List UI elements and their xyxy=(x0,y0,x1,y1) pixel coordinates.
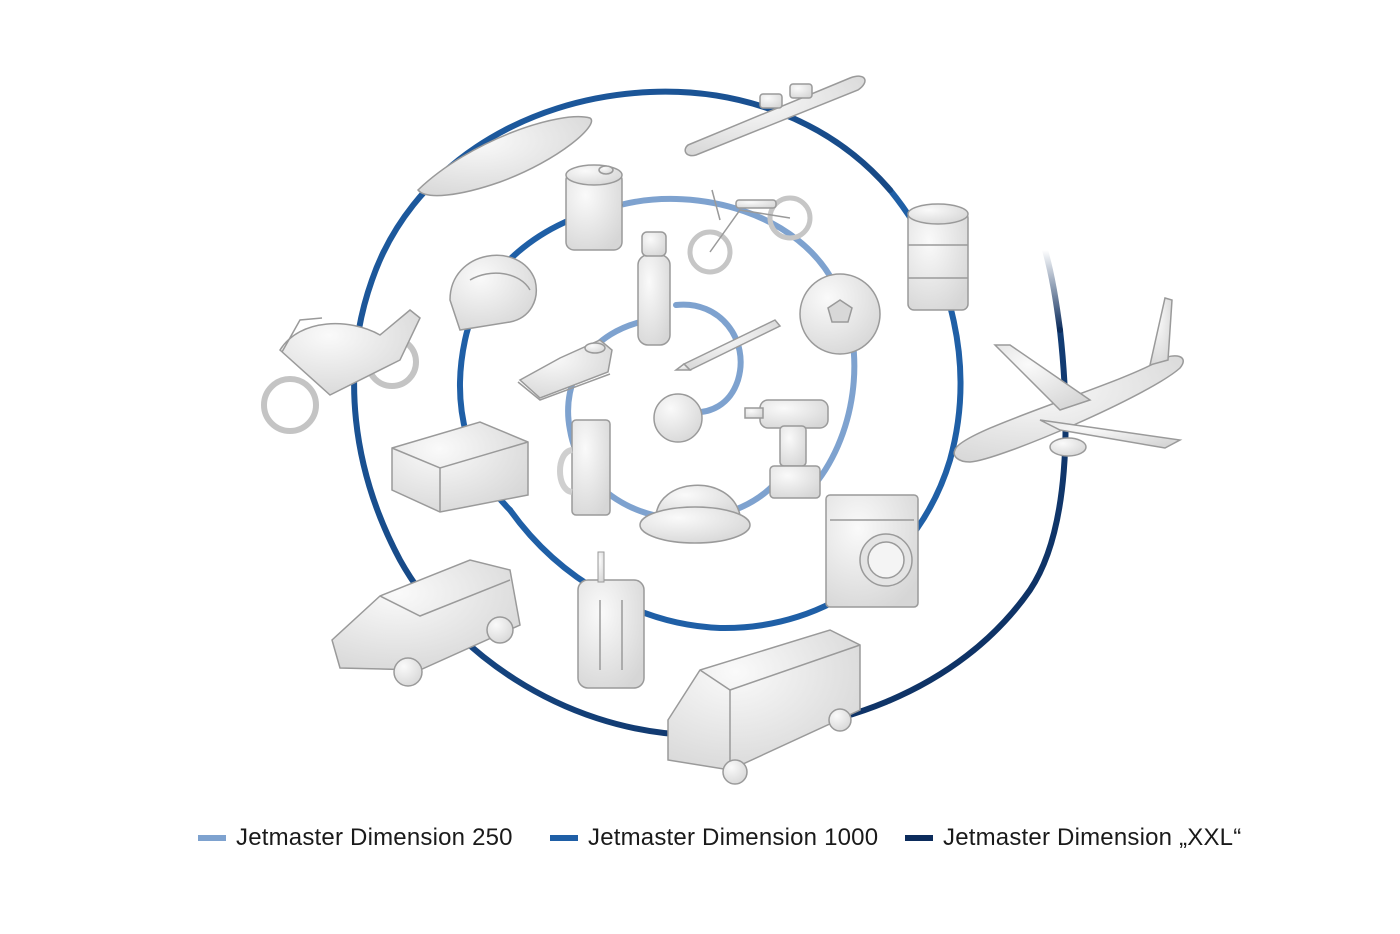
suitcase-icon xyxy=(577,551,645,689)
ring-dimension-xxl-fade xyxy=(1042,247,1063,333)
bottle-icon xyxy=(637,231,671,346)
jug-icon xyxy=(557,419,611,516)
drill-icon xyxy=(744,399,829,499)
airplane-icon xyxy=(953,297,1184,463)
ball-icon xyxy=(653,393,703,443)
washing-machine-icon xyxy=(825,494,919,608)
balance-bike-icon xyxy=(687,189,813,275)
legend-item-dimension-xxl: Jetmaster Dimension „XXL“ xyxy=(905,818,1241,858)
crate-icon xyxy=(391,421,529,513)
oil-barrel-icon xyxy=(907,203,969,311)
ski-icon xyxy=(684,75,866,157)
motorcycle-icon xyxy=(261,309,421,434)
spiral-dimension-250-inner xyxy=(673,301,744,416)
car-icon xyxy=(331,559,521,687)
legend: Jetmaster Dimension 250 Jetmaster Dimens… xyxy=(0,818,1400,858)
legend-item-dimension-1000: Jetmaster Dimension 1000 xyxy=(550,818,878,858)
van-icon xyxy=(667,629,861,785)
legend-swatch-dimension-xxl xyxy=(905,835,933,841)
legend-label-dimension-1000: Jetmaster Dimension 1000 xyxy=(588,824,879,851)
legend-item-dimension-250: Jetmaster Dimension 250 xyxy=(198,818,513,858)
helmet-icon xyxy=(449,254,537,331)
canister-icon xyxy=(565,164,623,251)
sneaker-icon xyxy=(517,339,613,401)
ring-dimension-xxl xyxy=(351,88,1069,739)
football-icon xyxy=(799,273,881,355)
pen-icon xyxy=(673,319,782,371)
legend-label-dimension-250: Jetmaster Dimension 250 xyxy=(236,824,513,851)
hard-hat-icon xyxy=(639,484,751,544)
objects xyxy=(261,75,1184,785)
legend-swatch-dimension-250 xyxy=(198,835,226,841)
legend-swatch-dimension-1000 xyxy=(550,835,578,841)
legend-label-dimension-xxl: Jetmaster Dimension „XXL“ xyxy=(943,824,1242,851)
surfboard-icon xyxy=(416,116,593,197)
